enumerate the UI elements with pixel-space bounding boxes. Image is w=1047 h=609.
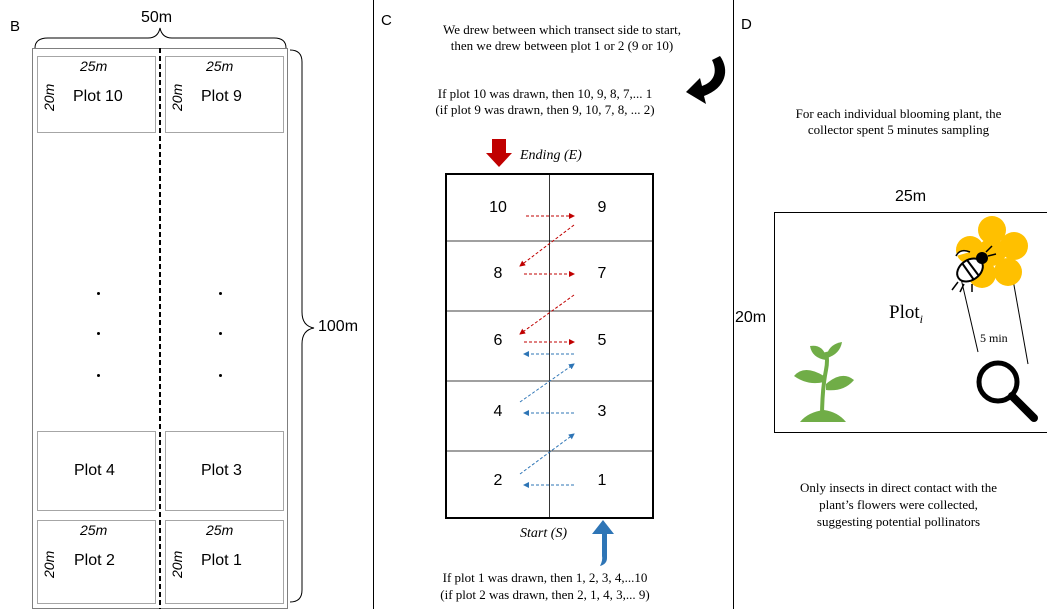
plot-2-label: Plot 2 xyxy=(74,552,115,569)
plant-icon xyxy=(794,342,854,422)
plot-number-4: 4 xyxy=(493,403,503,420)
plot-9-height: 20m xyxy=(169,83,185,111)
plot-number-1: 1 xyxy=(597,472,607,489)
plot-i-subscript: i xyxy=(919,311,923,326)
plot-width-label: 25m xyxy=(895,188,927,205)
plot-2-box xyxy=(37,520,156,604)
instruction-line-2: collector spent 5 minutes sampling xyxy=(807,122,990,137)
transect-height-label: 100m xyxy=(318,318,359,335)
plot-i-label: Ploti xyxy=(889,302,923,327)
panel-d-label: D xyxy=(741,16,752,33)
plot-10-box xyxy=(37,56,156,133)
instruction-line-1: For each individual blooming plant, the xyxy=(795,106,1002,121)
intro-line-2: then we drew between plot 1 or 2 (9 or 1… xyxy=(450,38,674,53)
plot-2-height: 20m xyxy=(41,550,57,578)
time-label: 5 min xyxy=(980,331,1008,345)
plot-10-height: 20m xyxy=(41,83,57,111)
plot-number-6: 6 xyxy=(493,332,503,349)
blue-arrow-4-5 xyxy=(519,363,575,403)
plot-number-5: 5 xyxy=(597,332,607,349)
plot-number-3: 3 xyxy=(597,403,607,420)
intro-line-1: We drew between which transect side to s… xyxy=(443,22,681,37)
plot-number-2: 2 xyxy=(493,472,503,489)
magnifier-icon xyxy=(976,360,1038,422)
plot-number-10: 10 xyxy=(489,199,507,216)
plot-i-text: Plot xyxy=(889,302,920,323)
plot-number-8: 8 xyxy=(493,265,503,282)
plot-10-label: Plot 10 xyxy=(73,88,123,105)
transect-grid xyxy=(445,173,654,519)
plot-3-label: Plot 3 xyxy=(201,462,242,479)
plot-4-label: Plot 4 xyxy=(74,462,115,479)
sampling-path-arrows xyxy=(519,213,575,488)
ellipsis-dot xyxy=(97,332,100,335)
ellipsis-dot xyxy=(219,332,222,335)
rule-top-line-1: If plot 10 was drawn, then 10, 9, 8, 7,.… xyxy=(437,86,653,101)
bee-icon xyxy=(951,245,997,293)
note-line-2: plant’s flowers were collected, xyxy=(819,497,978,512)
ellipsis-dot xyxy=(219,292,222,295)
plot-height-label: 20m xyxy=(735,309,767,326)
separator-c-d xyxy=(733,0,734,609)
ellipsis-dot xyxy=(97,292,100,295)
plot-10-width: 25m xyxy=(80,58,108,74)
transect-width-label: 50m xyxy=(141,9,173,26)
plot-number-9: 9 xyxy=(597,199,607,216)
blue-arrow-2-3 xyxy=(519,433,575,475)
panel-c-label: C xyxy=(381,12,392,29)
plot-1-box xyxy=(165,520,284,604)
curved-arrow-icon xyxy=(686,56,726,104)
right-brace xyxy=(289,49,315,603)
plot-1-label: Plot 1 xyxy=(201,552,242,569)
red-arrow-7-6 xyxy=(519,294,575,335)
rule-bottom-line-1: If plot 1 was drawn, then 1, 2, 3, 4,...… xyxy=(442,570,648,585)
ending-arrow-icon xyxy=(486,139,512,167)
rule-top-line-2: (if plot 9 was drawn, then 9, 10, 7, 8, … xyxy=(435,102,655,117)
plot-4-box xyxy=(37,431,156,511)
note-line-1: Only insects in direct contact with the xyxy=(799,480,998,495)
rule-bottom-line-2: (if plot 2 was drawn, then 2, 1, 4, 3,..… xyxy=(440,587,650,602)
note-line-3: suggesting potential pollinators xyxy=(816,514,981,529)
separator-b-c xyxy=(373,0,374,609)
panel-b-label: B xyxy=(10,18,21,35)
red-arrow-9-8 xyxy=(519,224,575,267)
start-label: Start (S) xyxy=(520,526,568,541)
plot-2-width: 25m xyxy=(80,522,108,538)
ending-label: Ending (E) xyxy=(520,148,582,163)
plot-number-7: 7 xyxy=(597,265,607,282)
ellipsis-dot xyxy=(97,374,100,377)
plot-9-label: Plot 9 xyxy=(201,88,242,105)
start-arrow-icon xyxy=(592,520,614,566)
plot-9-width: 25m xyxy=(206,58,234,74)
plot-illustration xyxy=(774,212,1047,433)
plot-1-height: 20m xyxy=(169,550,185,578)
ellipsis-dot xyxy=(219,374,222,377)
plot-9-box xyxy=(165,56,284,133)
top-brace xyxy=(34,27,287,49)
plot-3-box xyxy=(165,431,284,511)
plot-1-width: 25m xyxy=(206,522,234,538)
